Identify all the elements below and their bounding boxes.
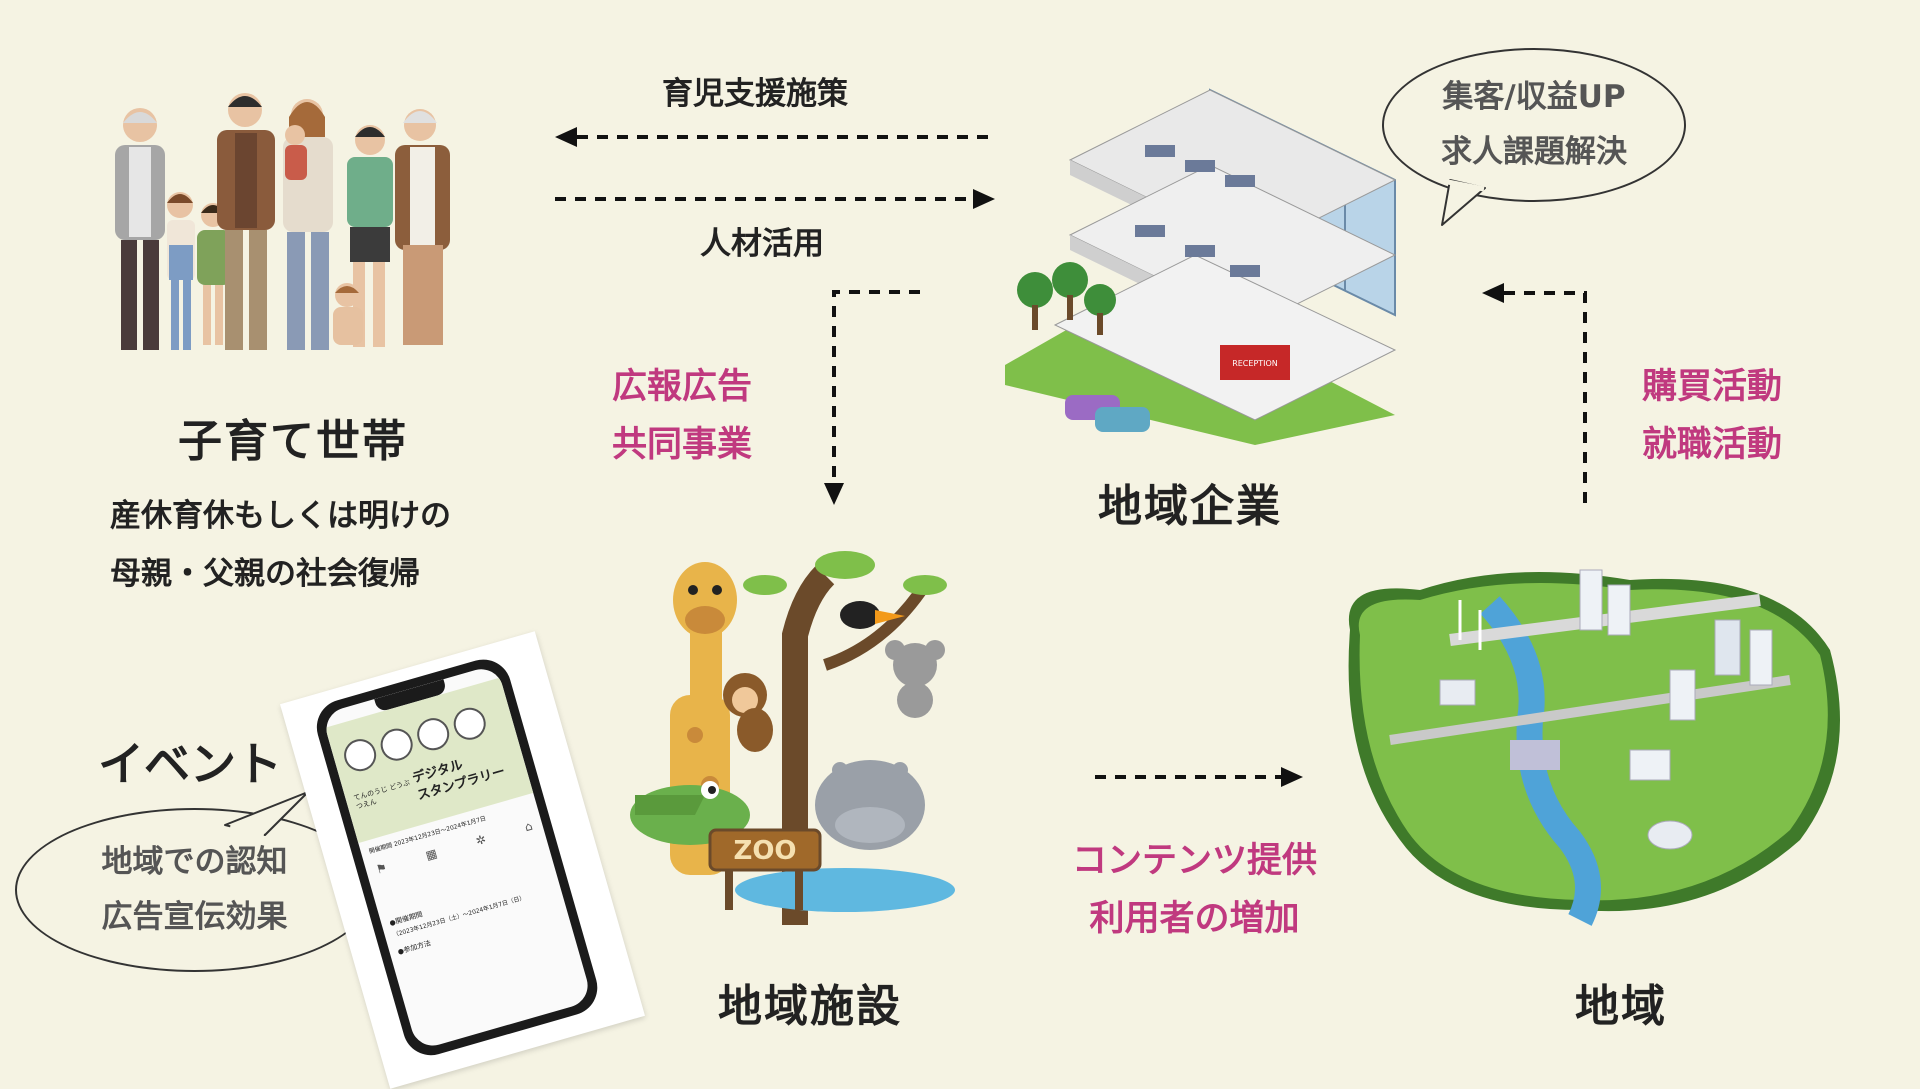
father-figure bbox=[217, 93, 275, 350]
phone-screen: てんのうじ どうぶつえん デジタル スタンプラリー 開催期間 2023年12月2… bbox=[321, 664, 593, 1051]
contents-line2: 利用者の増加 bbox=[1089, 899, 1300, 939]
stamp-slot bbox=[413, 714, 453, 754]
region-title: 地域 bbox=[1575, 981, 1667, 1032]
company-speech-bubble: 集客/収益UP 求人課題解決 bbox=[1382, 48, 1686, 202]
phone-small-title: てんのうじ どうぶつえん bbox=[352, 778, 411, 812]
family-desc-line1: 産休育休もしくは明けの bbox=[110, 498, 451, 534]
company-bubble-line2: 求人課題解決 bbox=[1441, 134, 1627, 170]
event-title: イベント bbox=[98, 737, 282, 791]
home-icon: ⌂ bbox=[522, 818, 535, 835]
stamp-slot bbox=[376, 724, 417, 765]
teen-boy-figure bbox=[347, 125, 393, 347]
toucan-figure bbox=[840, 601, 905, 629]
event-bubble-tail bbox=[224, 791, 309, 837]
phone-body: てんのうじ どうぶつえん デジタル スタンプラリー 開催期間 2023年12月2… bbox=[310, 652, 604, 1062]
purchase-line1: 購買活動 bbox=[1642, 367, 1783, 407]
office-building-illustration: RECEPTION bbox=[1005, 88, 1397, 445]
arrow-up-purchase bbox=[1482, 283, 1587, 503]
event-bubble-line1: 地域での認知 bbox=[101, 844, 288, 880]
company-title: 地域企業 bbox=[1098, 481, 1282, 532]
purchase-labels: 購買活動 就職活動 bbox=[1642, 358, 1782, 474]
city-buildings bbox=[1439, 569, 1773, 850]
arrow-right-talent bbox=[555, 189, 995, 209]
company-bubble-line1: 集客/収益UP bbox=[1442, 79, 1626, 115]
koala-figure bbox=[885, 640, 945, 718]
mother-figure bbox=[283, 99, 333, 350]
toddler-figure bbox=[333, 283, 363, 345]
event-speech-bubble: 地域での認知 広告宣伝効果 bbox=[15, 808, 374, 972]
tree-group bbox=[1017, 262, 1116, 335]
monkey-figure bbox=[723, 673, 773, 752]
pr-line2: 共同事業 bbox=[612, 425, 753, 465]
grandmother-figure bbox=[395, 109, 450, 345]
childcare-support-label: 育児支援施策 bbox=[662, 76, 848, 112]
gear-icon: ✲ bbox=[474, 832, 488, 849]
reception-sign: RECEPTION bbox=[1232, 359, 1278, 368]
contents-labels: コンテンツ提供 利用者の増加 bbox=[1072, 832, 1317, 948]
hippo-figure bbox=[815, 760, 925, 850]
arrow-right-contents bbox=[1095, 767, 1303, 787]
arrow-left-childcare bbox=[555, 127, 995, 147]
event-bubble-line2: 広告宣伝効果 bbox=[101, 899, 288, 935]
family-title: 子育て世帯 bbox=[178, 416, 408, 467]
flag-icon: ⚑ bbox=[374, 860, 389, 877]
family-illustration bbox=[115, 93, 450, 350]
company-bubble-tail bbox=[1441, 179, 1486, 226]
facility-title: 地域施設 bbox=[718, 981, 902, 1032]
map-icon: ▦ bbox=[424, 846, 439, 863]
grandfather-figure bbox=[115, 108, 165, 350]
stamp-slot bbox=[449, 703, 490, 744]
phone-banner: てんのうじ どうぶつえん デジタル スタンプラリー bbox=[325, 677, 534, 844]
region-island-illustration bbox=[1348, 569, 1840, 926]
phone-card: てんのうじ どうぶつえん デジタル スタンプラリー 開催期間 2023年12月2… bbox=[280, 631, 645, 1089]
purchase-line2: 就職活動 bbox=[1642, 425, 1783, 465]
stamp-slot bbox=[340, 735, 380, 775]
family-desc-line2: 母親・父親の社会復帰 bbox=[110, 556, 420, 592]
pr-labels: 広報広告 共同事業 bbox=[612, 358, 752, 474]
arrow-down-pr bbox=[824, 290, 920, 505]
zoo-illustration: ZOO bbox=[630, 551, 955, 925]
girl-figure bbox=[167, 192, 195, 350]
pr-line1: 広報広告 bbox=[612, 367, 753, 407]
talent-utilization-label: 人材活用 bbox=[700, 226, 824, 262]
contents-line1: コンテンツ提供 bbox=[1072, 841, 1318, 881]
zoo-sign-text: ZOO bbox=[733, 836, 796, 866]
phone-bullet3: ●参加方法 bbox=[396, 939, 432, 957]
